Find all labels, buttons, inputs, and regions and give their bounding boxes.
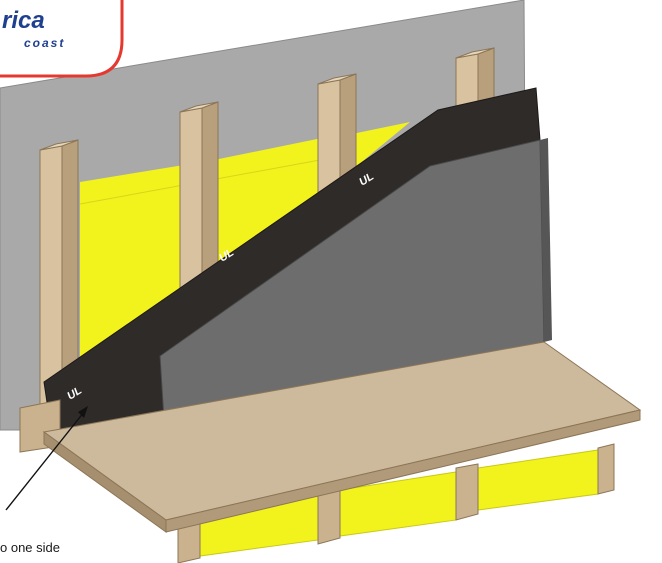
logo-badge (0, 0, 124, 78)
callout-arrowhead (78, 406, 88, 418)
callout-leader-line (5, 411, 85, 511)
insulation-panel-3 (352, 122, 410, 170)
joist-4 (597, 443, 615, 495)
stud-1-top (39, 139, 79, 151)
stud-4-top (455, 47, 495, 59)
callout-caption: o one side (0, 540, 60, 555)
joist-3 (455, 463, 479, 521)
front-board-edge (540, 138, 552, 342)
joist-insulation-3 (477, 449, 599, 511)
stud-3-top (317, 73, 357, 85)
floor-deck-edge-left (43, 431, 167, 533)
logo-tagline-text: coast (24, 36, 65, 50)
stud-2-top (179, 101, 219, 113)
brand-logo: rica coast (0, 0, 124, 78)
logo-brand-text: rica (2, 7, 45, 34)
